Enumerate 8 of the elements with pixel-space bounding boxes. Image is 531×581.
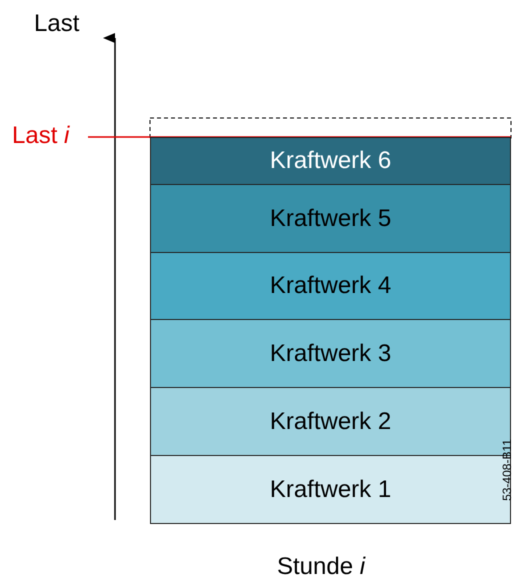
axis-label: Stunde i (277, 553, 366, 581)
level-label: Last i (12, 122, 70, 150)
stack-segment: Kraftwerk 4 (150, 253, 511, 320)
axis-label: Last (34, 10, 80, 38)
figure-id: 53-408-B11 (500, 439, 514, 501)
stack-segment: Kraftwerk 6 (150, 137, 511, 185)
stack-segment: Kraftwerk 5 (150, 185, 511, 253)
stack-segment: Kraftwerk 3 (150, 320, 511, 388)
